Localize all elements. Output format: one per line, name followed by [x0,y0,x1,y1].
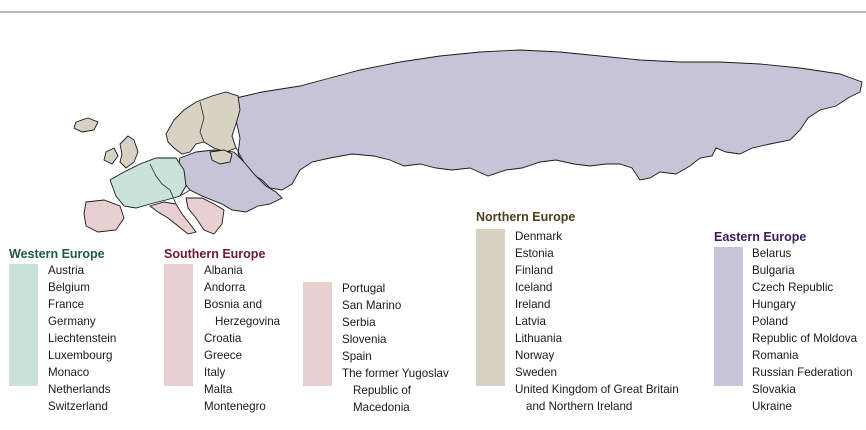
country-item: Bosnia and [204,298,263,311]
country-item: Portugal [342,282,386,295]
border-lines-2 [231,135,277,193]
country-item: The former Yugoslav [342,367,449,380]
country-item: Hungary [752,298,796,311]
country-item: Malta [204,383,233,396]
legend-eastern-title: Eastern Europe [714,230,807,244]
country-item: Germany [48,315,96,328]
region-balkans [185,197,225,235]
region-baltics [209,149,233,165]
country-item: Sweden [515,366,557,379]
country-item: Herzegovina [215,315,281,328]
country-item: Luxembourg [48,349,113,362]
legend-southern-swatch-2 [303,282,332,386]
region-iberia [83,199,125,233]
country-item: Poland [752,315,789,328]
country-item: Montenegro [204,400,266,413]
country-item: Estonia [515,247,554,260]
country-item: Russian Federation [752,366,853,379]
country-item: Austria [48,264,85,277]
country-item: Republic of Moldova [752,332,858,345]
country-item: Denmark [515,230,563,243]
region-ireland [103,147,119,165]
legend-southern-swatch [164,264,193,386]
country-item: Belgium [48,281,90,294]
region-british-isles [119,135,139,169]
country-item: Republic of [353,384,412,397]
country-item: Serbia [342,316,376,329]
legend-western-title: Western Europe [9,247,105,261]
country-item: Slovenia [342,333,387,346]
region-italy-balkans [149,201,197,235]
border-lines-3 [149,163,177,205]
country-item: United Kingdom of Great Britain [515,383,679,396]
country-item: Netherlands [48,383,111,396]
europe-map [73,49,863,235]
country-item: Belarus [752,247,792,260]
legend-southern-title: Southern Europe [164,247,266,261]
legend-northern-swatch [476,229,505,386]
country-item: Romania [752,349,799,362]
legend-western-swatch [9,264,38,386]
country-item: Ireland [515,298,551,311]
country-item: Croatia [204,332,242,345]
border-lines-4 [199,101,205,143]
region-iceland [73,117,99,133]
country-item: Spain [342,350,372,363]
country-item: Albania [204,264,243,277]
country-item: Czech Republic [752,281,834,294]
country-item: Norway [515,349,555,362]
country-item: Italy [204,366,226,379]
country-item: Bulgaria [752,264,795,277]
country-item: Macedonia [353,401,410,414]
country-item: Lithuania [515,332,563,345]
country-item: Switzerland [48,400,108,413]
country-item: San Marino [342,299,402,312]
country-item: Liechtenstein [48,332,117,345]
country-item: Iceland [515,281,553,294]
border-lines [179,169,233,211]
country-item: Latvia [515,315,546,328]
country-item: Finland [515,264,554,277]
region-russia [235,49,863,191]
country-item: and Northern Ireland [526,400,633,413]
country-item: Greece [204,349,243,362]
country-item: France [48,298,85,311]
country-item: Andorra [204,281,246,294]
region-scandinavia [165,91,241,155]
country-item: Ukraine [752,400,792,413]
country-item: Slovakia [752,383,796,396]
country-item: Monaco [48,366,90,379]
top-rule [0,0,866,13]
legend-eastern-swatch [714,247,743,386]
legend-northern-title: Northern Europe [476,210,576,224]
